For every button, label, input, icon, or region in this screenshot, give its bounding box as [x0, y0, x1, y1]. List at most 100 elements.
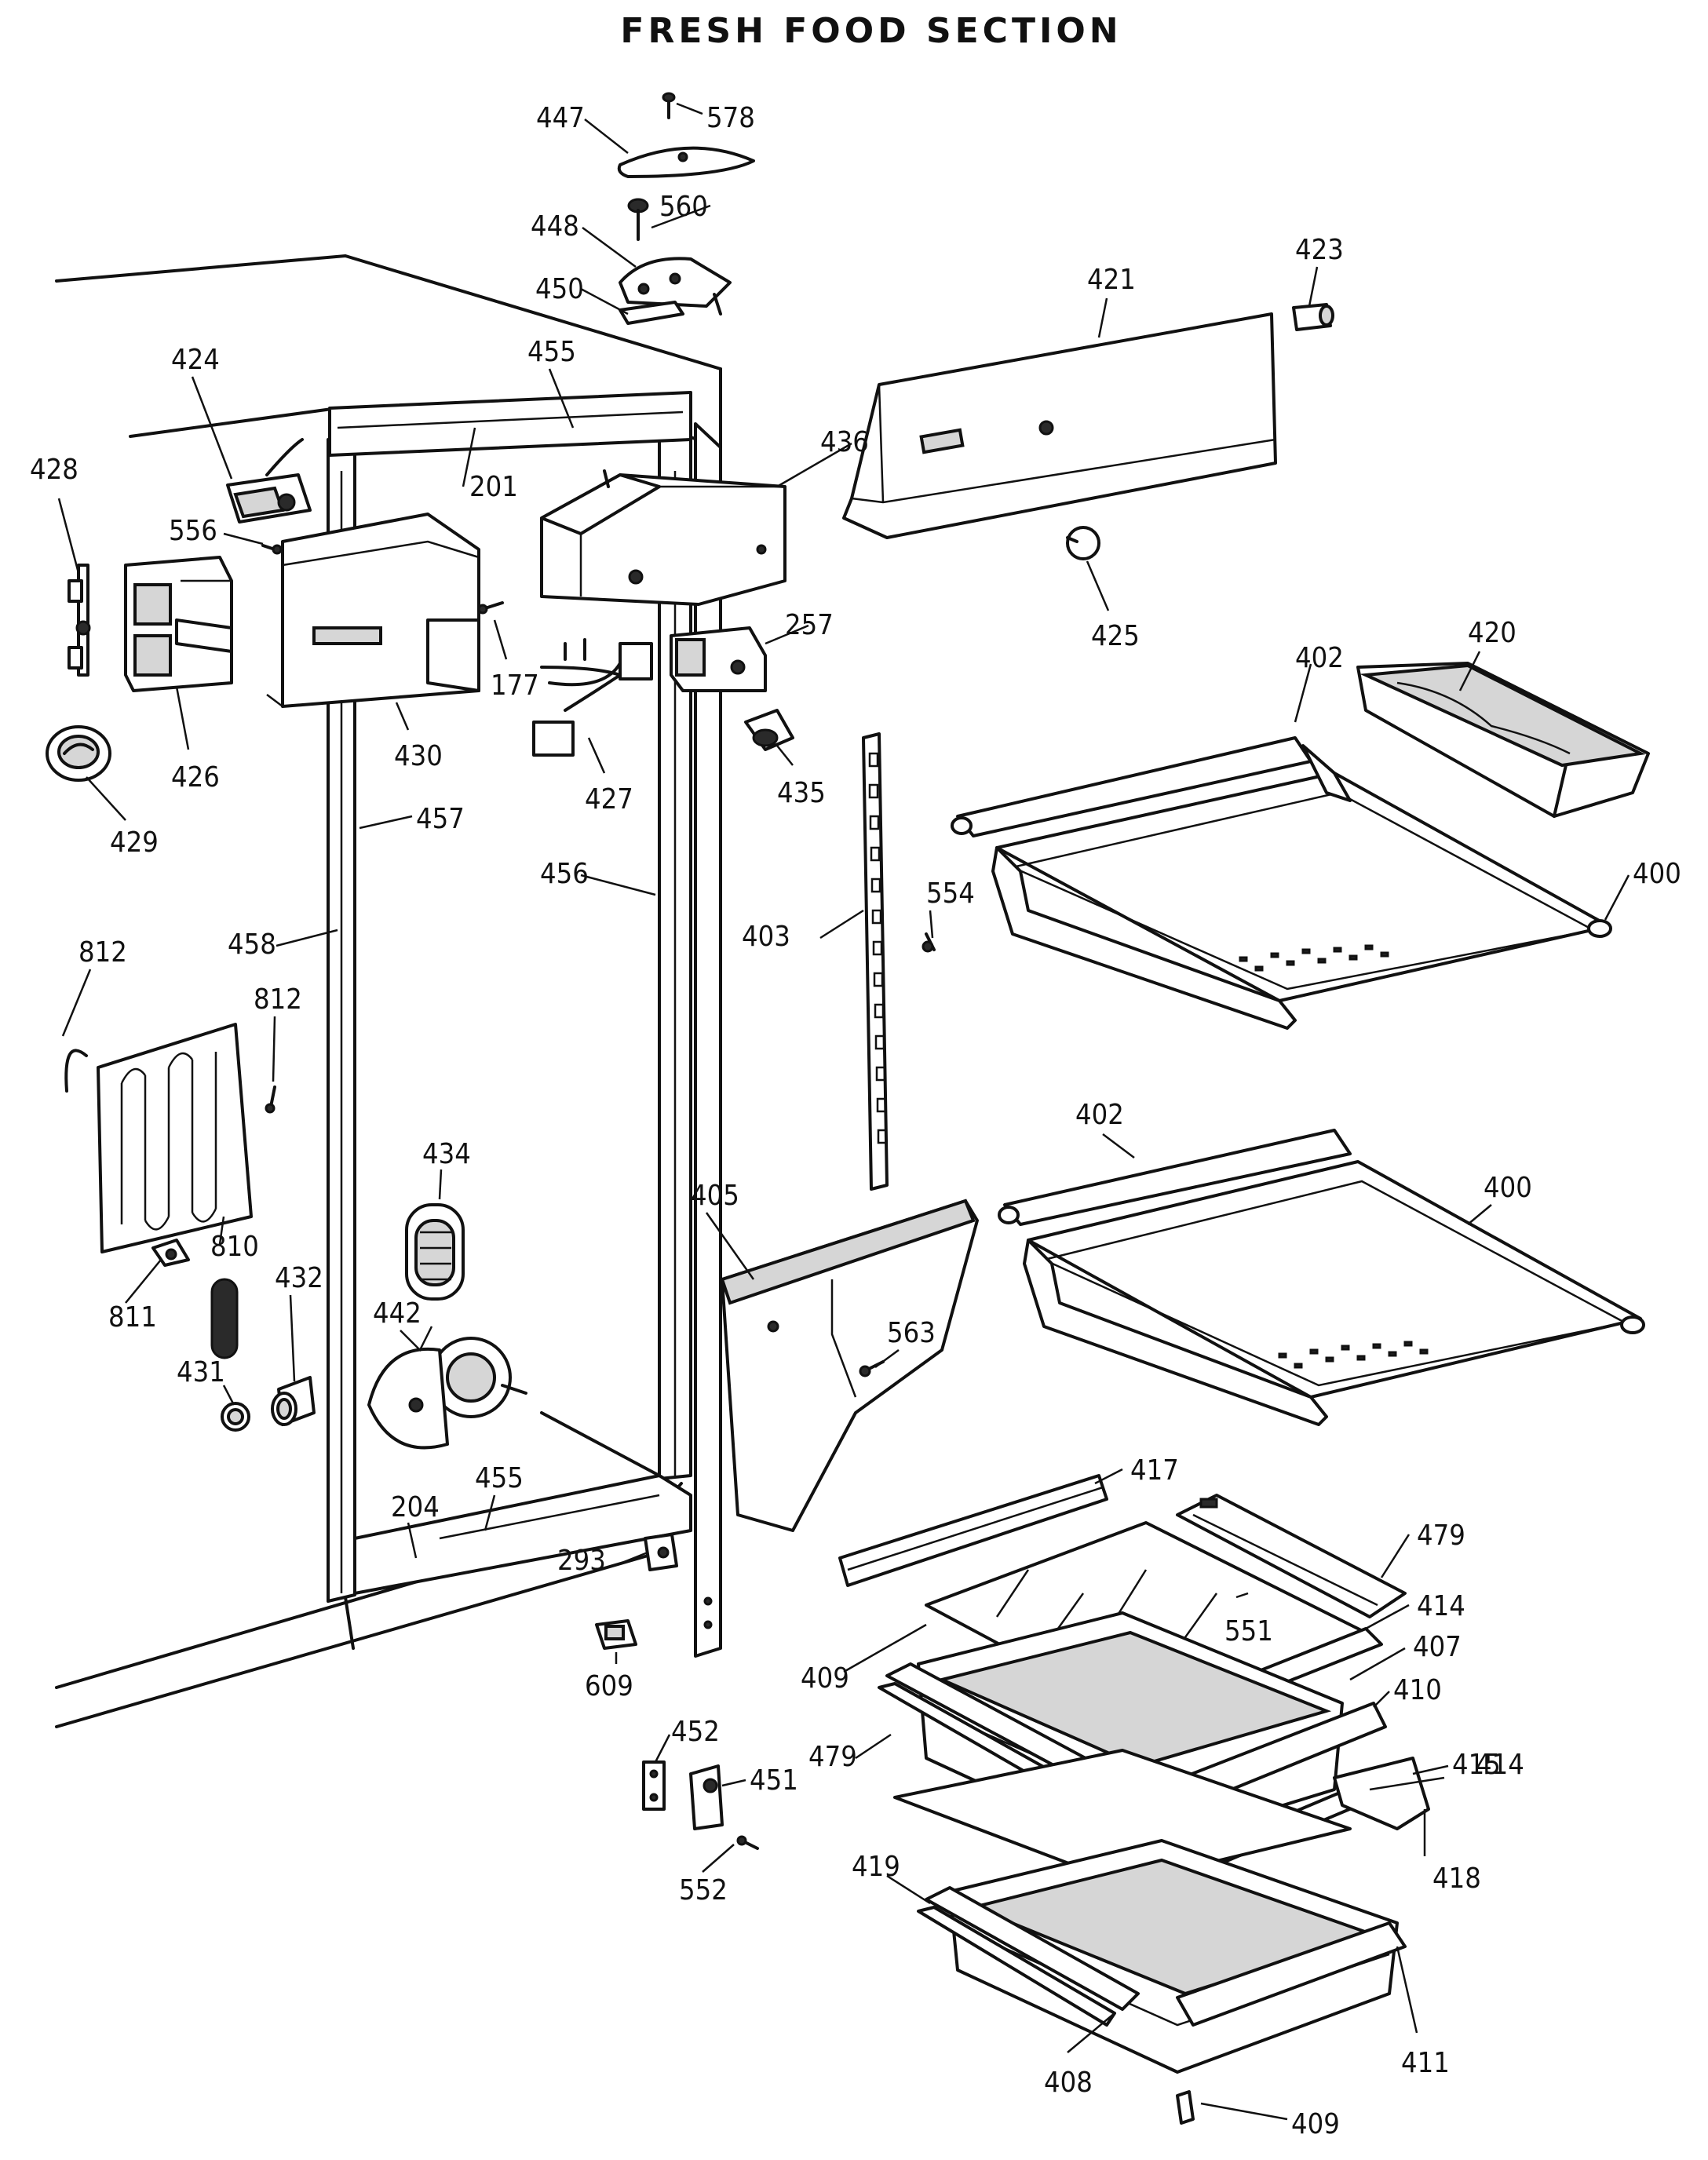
sleeve-432	[271, 1376, 316, 1426]
label-420: 420	[1468, 617, 1516, 649]
label-414-upper: 414	[1417, 1590, 1465, 1622]
label-451: 451	[750, 1764, 798, 1797]
label-411: 411	[1401, 2047, 1450, 2079]
part-435	[744, 709, 794, 751]
label-609: 609	[585, 1670, 633, 1702]
hinge-448	[619, 257, 732, 316]
screw-177	[477, 601, 504, 615]
clip-811	[151, 1239, 190, 1267]
label-177: 177	[491, 670, 539, 702]
shield-434	[405, 1203, 465, 1301]
label-425: 425	[1091, 620, 1140, 652]
screw-812	[265, 1085, 276, 1114]
label-479-left: 479	[808, 1741, 857, 1773]
label-812-right: 812	[254, 983, 302, 1016]
right-rail	[694, 422, 722, 1658]
label-419: 419	[852, 1851, 900, 1883]
label-402-upper: 402	[1295, 642, 1344, 674]
label-430: 430	[394, 740, 443, 772]
label-552: 552	[679, 1874, 728, 1906]
label-458: 458	[228, 929, 276, 961]
label-556: 556	[169, 515, 217, 547]
thermostat-424	[226, 438, 312, 524]
strip-417	[838, 1474, 1108, 1587]
label-456: 456	[540, 858, 589, 890]
bulb-425	[1066, 526, 1100, 560]
strip-409	[1176, 2090, 1195, 2125]
label-435: 435	[777, 777, 826, 809]
knob-429	[46, 725, 111, 782]
wire-harness-427	[532, 638, 653, 757]
label-426: 426	[171, 761, 220, 794]
label-442: 442	[373, 1297, 422, 1330]
shim-450	[619, 301, 684, 325]
label-811: 811	[108, 1301, 157, 1334]
label-560: 560	[659, 191, 708, 223]
label-410: 410	[1393, 1674, 1442, 1706]
label-450: 450	[535, 273, 584, 305]
label-421: 421	[1087, 264, 1136, 296]
plug-609	[595, 1619, 637, 1650]
heater-810	[64, 1023, 253, 1253]
label-403: 403	[742, 921, 790, 953]
label-400-upper: 400	[1633, 858, 1681, 890]
label-201: 201	[469, 471, 518, 503]
damper-442	[367, 1337, 527, 1450]
leader-lines	[57, 102, 1630, 2121]
label-455-bottom: 455	[475, 1462, 524, 1494]
label-428: 428	[30, 454, 78, 486]
screw-560	[627, 198, 649, 241]
label-407: 407	[1413, 1631, 1462, 1663]
hinge-cover-447	[617, 146, 755, 178]
label-408: 408	[1044, 2067, 1093, 2099]
part-431	[210, 1278, 250, 1432]
label-415: 415	[1452, 1749, 1501, 1781]
top-bar-455	[328, 391, 692, 457]
housing-430	[266, 513, 480, 708]
label-455-top: 455	[527, 336, 576, 368]
label-563: 563	[887, 1317, 936, 1349]
label-409-upper: 409	[801, 1662, 849, 1695]
label-578: 578	[706, 102, 755, 134]
label-409-lower: 409	[1291, 2108, 1340, 2140]
label-423: 423	[1295, 234, 1344, 266]
dairy-bin-420	[1356, 662, 1650, 818]
cap-423	[1292, 303, 1334, 331]
rail-403	[862, 732, 889, 1191]
label-436: 436	[820, 426, 869, 458]
label-427: 427	[585, 783, 633, 815]
crisper-408	[948, 1839, 1407, 2074]
label-447: 447	[536, 102, 585, 134]
label-424: 424	[171, 344, 220, 376]
label-551: 551	[1224, 1615, 1273, 1647]
label-418: 418	[1432, 1863, 1481, 1895]
slide-418	[1333, 1757, 1430, 1830]
screw-556	[261, 544, 283, 555]
light-shield-421	[842, 312, 1277, 539]
hinge-451	[689, 1764, 724, 1830]
label-431: 431	[177, 1356, 225, 1388]
part-labels: 578 447 560 448 450 423 421 424 455 428 …	[30, 102, 1681, 2140]
label-452: 452	[671, 1716, 720, 1748]
label-414-lower: 414	[1476, 1749, 1524, 1781]
lower-shelf	[998, 1129, 1645, 1426]
clip-293	[644, 1533, 678, 1571]
label-402-lower: 402	[1075, 1099, 1124, 1131]
label-554: 554	[926, 878, 975, 910]
upper-shelf	[951, 736, 1612, 1030]
label-479-right: 479	[1417, 1520, 1465, 1552]
label-257: 257	[785, 609, 834, 641]
label-457: 457	[416, 803, 465, 835]
screw-554	[922, 932, 936, 953]
housing-426	[124, 556, 233, 692]
screw-552	[736, 1835, 759, 1850]
label-812-left: 812	[78, 936, 127, 969]
label-429: 429	[110, 826, 159, 859]
label-293: 293	[557, 1545, 606, 1577]
plate-452	[642, 1760, 666, 1811]
label-405: 405	[691, 1180, 739, 1212]
glass-separator	[893, 1749, 1352, 1885]
cover-405	[720, 1199, 979, 1532]
